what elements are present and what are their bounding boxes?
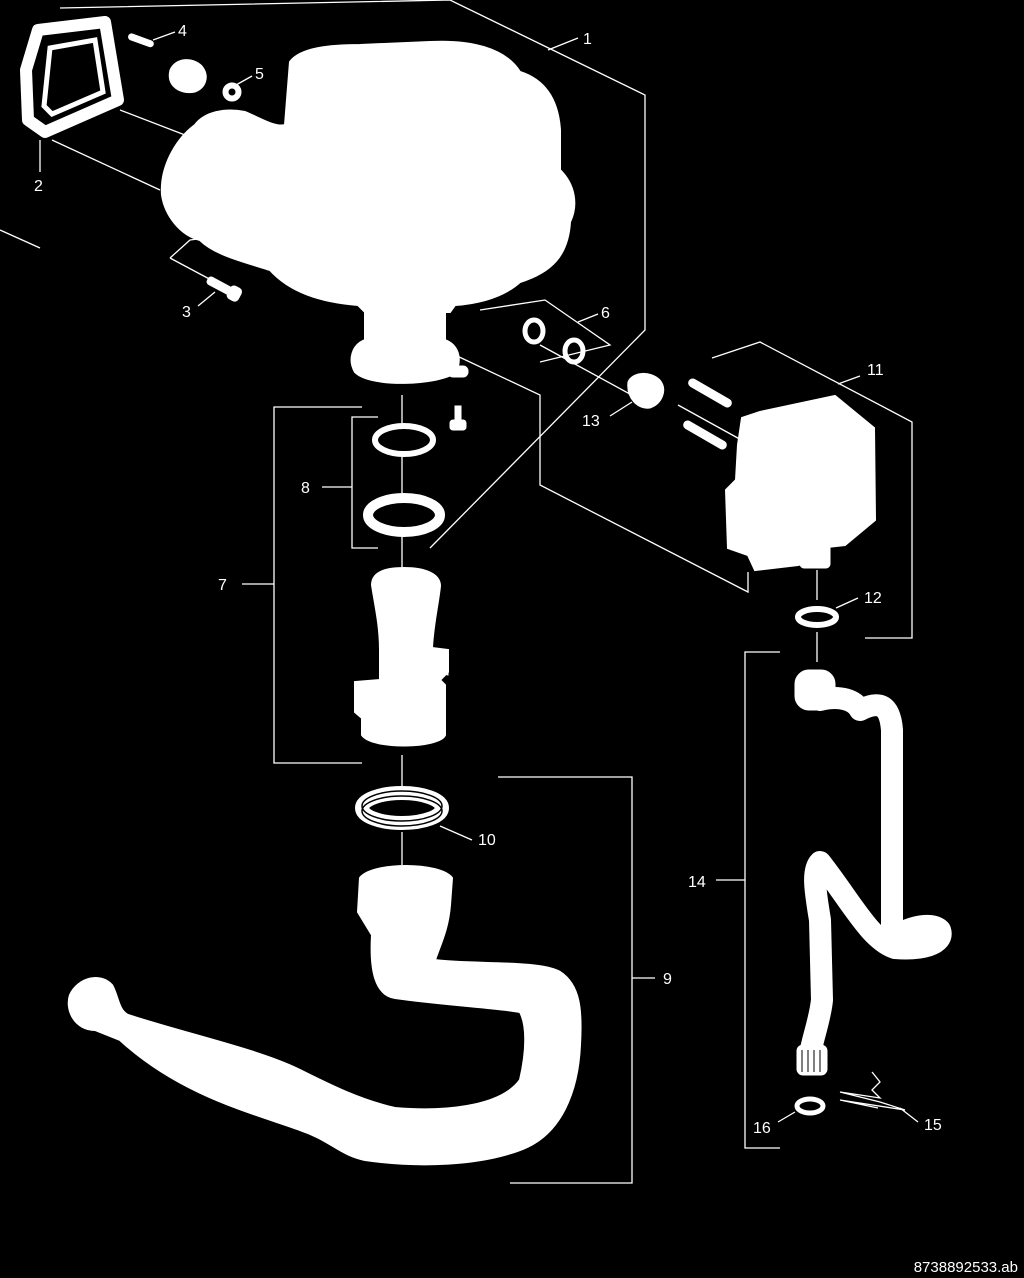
threaded-ring-part-10 <box>355 786 449 830</box>
callout-14: 14 <box>688 874 706 891</box>
gasket-frame <box>20 16 124 138</box>
clip-part-15 <box>839 1071 906 1111</box>
callout-16: 16 <box>753 1120 771 1137</box>
o-rings-part-6 <box>522 317 586 365</box>
callout-6: 6 <box>601 305 610 322</box>
cap-part-4 <box>168 59 207 94</box>
cap-part-13 <box>627 373 665 409</box>
screws-part-11 <box>449 378 732 450</box>
callout-4: 4 <box>178 23 187 40</box>
pin-part-4 <box>128 33 154 48</box>
document-number: 8738892533.ab <box>914 1259 1018 1276</box>
callout-8: 8 <box>301 480 310 497</box>
callout-labels: 1 2 3 4 5 6 7 8 9 10 11 12 13 14 15 16 <box>34 23 942 1137</box>
pump-housing <box>160 40 576 384</box>
callout-13: 13 <box>582 413 600 430</box>
callout-10: 10 <box>478 832 496 849</box>
bypass-pipe-part-14 <box>794 669 952 1076</box>
nut-part-5 <box>222 82 242 102</box>
callout-11: 11 <box>867 362 884 379</box>
outlet-pipe-part-9 <box>67 865 582 1166</box>
callout-9: 9 <box>663 971 672 988</box>
o-ring-part-16 <box>794 1096 826 1116</box>
callout-15: 15 <box>924 1117 942 1134</box>
callout-3: 3 <box>182 304 191 321</box>
callout-12: 12 <box>864 590 882 607</box>
callout-7: 7 <box>218 577 227 594</box>
control-box-part-11 <box>724 394 877 572</box>
small-fasteners <box>128 33 243 302</box>
callout-5: 5 <box>255 66 264 83</box>
o-ring-part-12 <box>795 606 839 628</box>
seals-part-8 <box>363 423 445 537</box>
callout-1: 1 <box>583 31 592 48</box>
callout-2: 2 <box>34 178 43 195</box>
screw-part-3 <box>206 276 243 302</box>
adapter-part-7 <box>354 566 449 747</box>
